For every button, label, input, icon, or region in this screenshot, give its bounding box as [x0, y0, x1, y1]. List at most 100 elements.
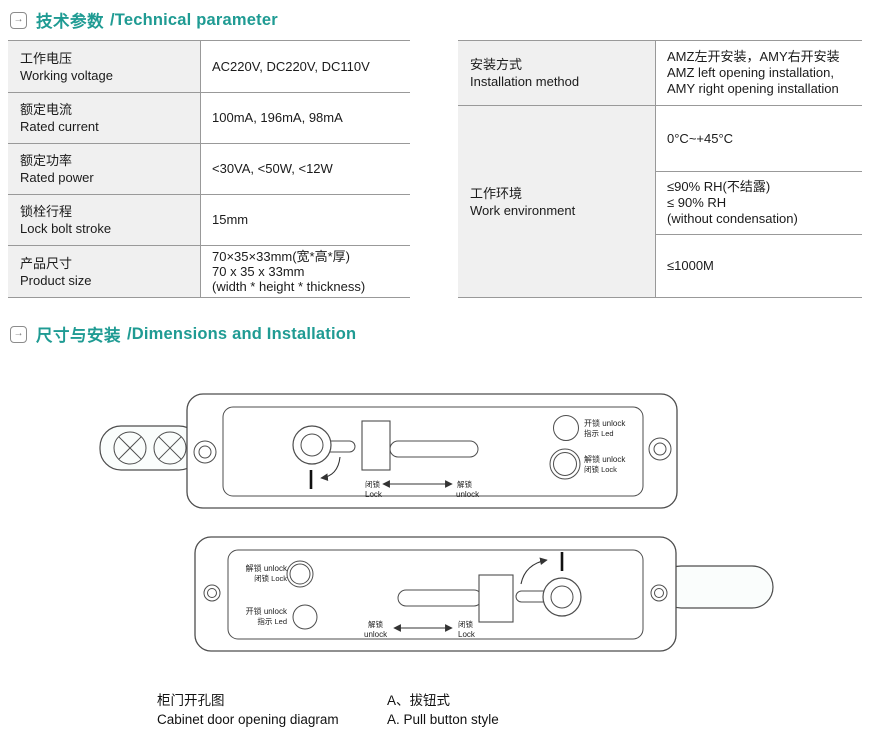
label-en: Work environment: [470, 202, 576, 218]
value-line: ≤90% RH(不结露): [667, 179, 771, 194]
lock-label-zh: 闭锁: [458, 619, 473, 629]
table-row-lock-bolt-stroke: 锁栓行程 Lock bolt stroke 15mm: [8, 194, 410, 245]
value-altitude: ≤1000M: [655, 234, 862, 297]
technical-table-left: 工作电压 Working voltage AC220V, DC220V, DC1…: [8, 40, 410, 298]
row-label: 工作电压 Working voltage: [8, 41, 200, 92]
unlock-label-en: unlock: [364, 630, 388, 639]
mounting-tab: [659, 565, 774, 609]
lock-label-en: Lock: [458, 630, 476, 639]
section-title-zh: 尺寸与安装: [36, 327, 121, 345]
led-indicator: [553, 415, 579, 441]
value-temperature: 0°C~+45°C: [655, 106, 862, 171]
screw-hole-icon: [648, 437, 672, 461]
rotation-arrow: [520, 557, 548, 585]
row-value: 15mm: [200, 195, 410, 245]
value-line: AMZ left opening installation,: [667, 65, 834, 80]
table-row-product-size: 产品尺寸 Product size 70×35×33mm(宽*高*厚) 70 x…: [8, 245, 410, 297]
lock-bolt: [389, 440, 479, 458]
label-zh: 锁栓行程: [20, 204, 73, 219]
button-label-line2: 闭锁 Lock: [584, 464, 617, 474]
row-value: AC220V, DC220V, DC110V: [200, 41, 410, 92]
value-line: 0°C~+45°C: [667, 130, 734, 146]
caption-zh: A、拔钮式: [387, 693, 451, 708]
section-title-zh: 技术参数: [36, 13, 104, 31]
value-line: 15mm: [212, 212, 249, 227]
section-title-en: /Dimensions and Installation: [127, 324, 357, 343]
bolt-housing: [361, 420, 391, 471]
row-value: 70×35×33mm(宽*高*厚) 70 x 35 x 33mm (width …: [200, 246, 410, 297]
lock-label-zh: 闭锁: [365, 479, 380, 489]
row-label: 产品尺寸 Product size: [8, 246, 200, 297]
row-label: 额定功率 Rated power: [8, 144, 200, 194]
value-line: 70 x 35 x 33mm: [212, 264, 305, 279]
led-label-line2: 指示 Led: [257, 616, 287, 626]
button-label-line1: 解锁 unlock: [246, 563, 288, 573]
technical-table-right: 安装方式 Installation method AMZ左开安装，AMY右开安装…: [458, 40, 862, 298]
caption-cabinet-door: 柜门开孔图 Cabinet door opening diagram: [157, 691, 339, 729]
label-en: Rated power: [20, 170, 94, 185]
label-en: Lock bolt stroke: [20, 221, 112, 236]
unlock-button: [549, 448, 581, 480]
section-title-en: /Technical parameter: [110, 10, 278, 29]
screw-cross-icon: [113, 431, 147, 465]
row-value: <30VA, <50W, <12W: [200, 144, 410, 194]
label-zh: 产品尺寸: [20, 255, 73, 271]
value-line: ≤ 90% RH: [667, 195, 727, 210]
unlock-button-inner: [553, 452, 577, 476]
row-label: 锁栓行程 Lock bolt stroke: [8, 195, 200, 245]
value-line: <30VA, <50W, <12W: [212, 161, 333, 176]
lock-label-en: Lock: [365, 490, 383, 499]
value-line: AMZ左开安装，AMY右开安装: [667, 49, 840, 64]
caption-pull-button-style: A、拔钮式 A. Pull button style: [387, 691, 499, 729]
value-line: AMY right opening installation: [667, 81, 839, 96]
unlock-label-en: unlock: [456, 490, 480, 499]
row-value: 100mA, 196mA, 98mA: [200, 93, 410, 143]
row-label: 工作环境 Work environment: [458, 106, 655, 297]
label-zh: 工作环境: [470, 185, 523, 201]
label-en: Working voltage: [20, 67, 113, 83]
unlock-label-zh: 解锁: [457, 479, 472, 489]
button-label-line1: 解锁 unlock: [584, 454, 626, 464]
screw-cross-icon: [153, 431, 187, 465]
dimensions-diagram: 闭锁 Lock 解锁 unlock 开锁 unlock 指示 Led 解锁 un…: [99, 393, 774, 652]
value-line: (width * height * thickness): [212, 279, 366, 294]
section-header-dimensions: → 尺寸与安装 /Dimensions and Installation: [10, 322, 356, 346]
caption-zh: 柜门开孔图: [157, 693, 225, 708]
led-label-line2: 指示 Led: [584, 428, 614, 438]
label-zh: 工作电压: [20, 50, 73, 66]
label-en: Installation method: [470, 74, 580, 89]
lock-face-panel: [222, 406, 644, 497]
caption-en: Cabinet door opening diagram: [157, 712, 339, 727]
led-indicator: [292, 604, 318, 630]
table-row-rated-power: 额定功率 Rated power <30VA, <50W, <12W: [8, 143, 410, 194]
label-en: Product size: [20, 272, 92, 288]
rotation-arrow: [320, 456, 341, 482]
label-zh: 额定功率: [20, 153, 73, 168]
table-row-installation-method: 安装方式 Installation method AMZ左开安装，AMY右开安装…: [458, 40, 862, 105]
pull-knob-center: [550, 585, 574, 609]
led-label-line1: 开锁 unlock: [584, 418, 626, 428]
value-humidity: ≤90% RH(不结露) ≤ 90% RH (without condensat…: [655, 171, 862, 234]
table-row-working-voltage: 工作电压 Working voltage AC220V, DC220V, DC1…: [8, 40, 410, 92]
diagram-right-opening: [194, 536, 774, 652]
led-label-line1: 开锁 unlock: [246, 606, 288, 616]
arrow-box-icon: →: [10, 11, 27, 29]
value-line: 100mA, 196mA, 98mA: [212, 110, 343, 125]
lock-face-panel: [227, 549, 644, 640]
arrow-box-icon: →: [10, 325, 27, 343]
value-line: 70×35×33mm(宽*高*厚): [212, 249, 350, 264]
mounting-tab: [99, 425, 201, 471]
row-value: AMZ左开安装，AMY右开安装 AMZ left opening install…: [655, 41, 862, 105]
unlock-label-zh: 解锁: [368, 619, 383, 629]
button-label-line2: 闭锁 Lock: [254, 573, 287, 583]
value-line: (without condensation): [667, 211, 798, 226]
unlock-button: [286, 560, 314, 588]
value-line: AC220V, DC220V, DC110V: [212, 58, 370, 74]
label-zh: 安装方式: [470, 57, 523, 72]
table-row-rated-current: 额定电流 Rated current 100mA, 196mA, 98mA: [8, 92, 410, 143]
label-en: Rated current: [20, 119, 99, 134]
section-header-technical: → 技术参数 /Technical parameter: [10, 8, 278, 32]
label-zh: 额定电流: [20, 102, 73, 117]
pull-knob-center: [300, 433, 324, 457]
row-label: 额定电流 Rated current: [8, 93, 200, 143]
